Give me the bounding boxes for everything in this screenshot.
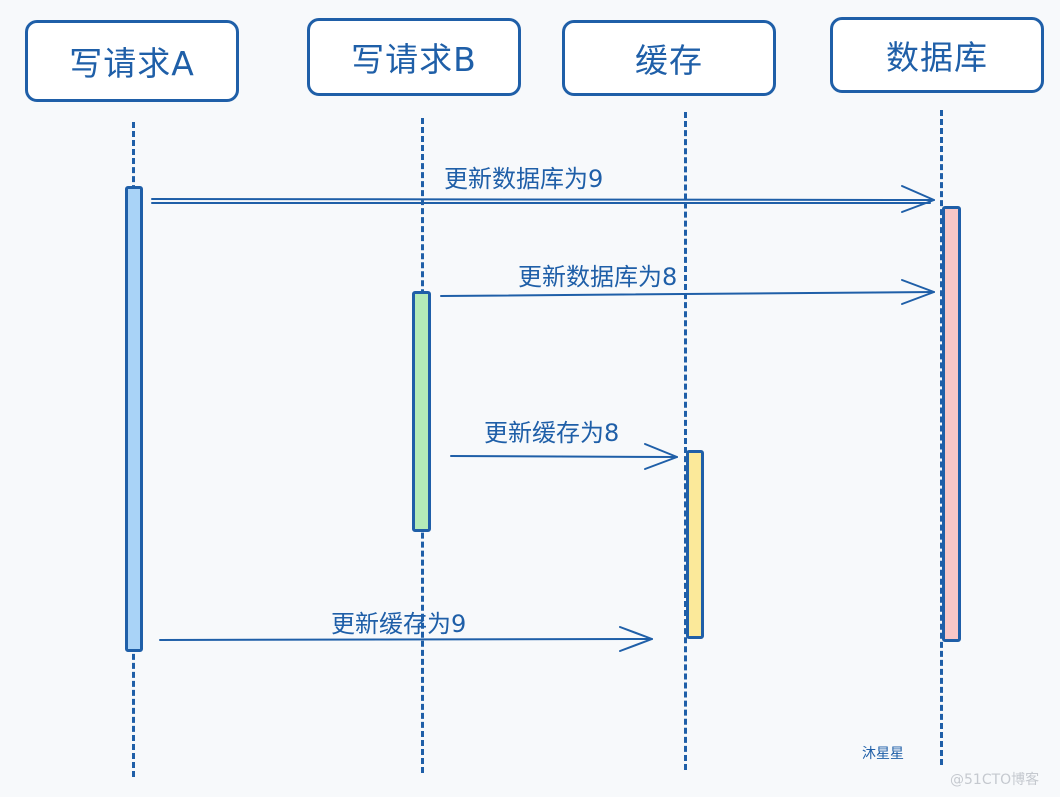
participant-write-a: 写请求A bbox=[25, 20, 239, 102]
arrow-a-to-cache bbox=[159, 626, 653, 652]
lifeline-cache bbox=[684, 112, 687, 770]
participant-database: 数据库 bbox=[830, 17, 1044, 93]
participant-cache: 缓存 bbox=[562, 20, 776, 96]
participant-database-label: 数据库 bbox=[886, 38, 988, 77]
participant-cache-label: 缓存 bbox=[635, 41, 703, 80]
author-signature: 沐星星 bbox=[862, 746, 904, 762]
arrow-a-to-database bbox=[151, 185, 935, 213]
activation-database bbox=[942, 206, 961, 642]
message-label-b-cache: 更新缓存为8 bbox=[484, 419, 620, 447]
activation-write-a bbox=[125, 186, 143, 652]
participant-write-b-label: 写请求B bbox=[351, 40, 477, 79]
participant-write-b: 写请求B bbox=[307, 18, 521, 96]
message-label-a-database: 更新数据库为9 bbox=[444, 165, 604, 193]
activation-cache bbox=[686, 450, 704, 639]
participant-write-a-label: 写请求A bbox=[69, 44, 195, 83]
arrow-b-to-cache bbox=[450, 443, 678, 470]
site-watermark: @51CTO博客 bbox=[950, 772, 1040, 788]
activation-write-b bbox=[412, 291, 431, 532]
lifeline-database bbox=[940, 110, 943, 765]
arrow-b-to-database bbox=[440, 279, 935, 305]
message-label-b-database: 更新数据库为8 bbox=[518, 263, 678, 291]
message-label-a-cache: 更新缓存为9 bbox=[331, 610, 467, 638]
